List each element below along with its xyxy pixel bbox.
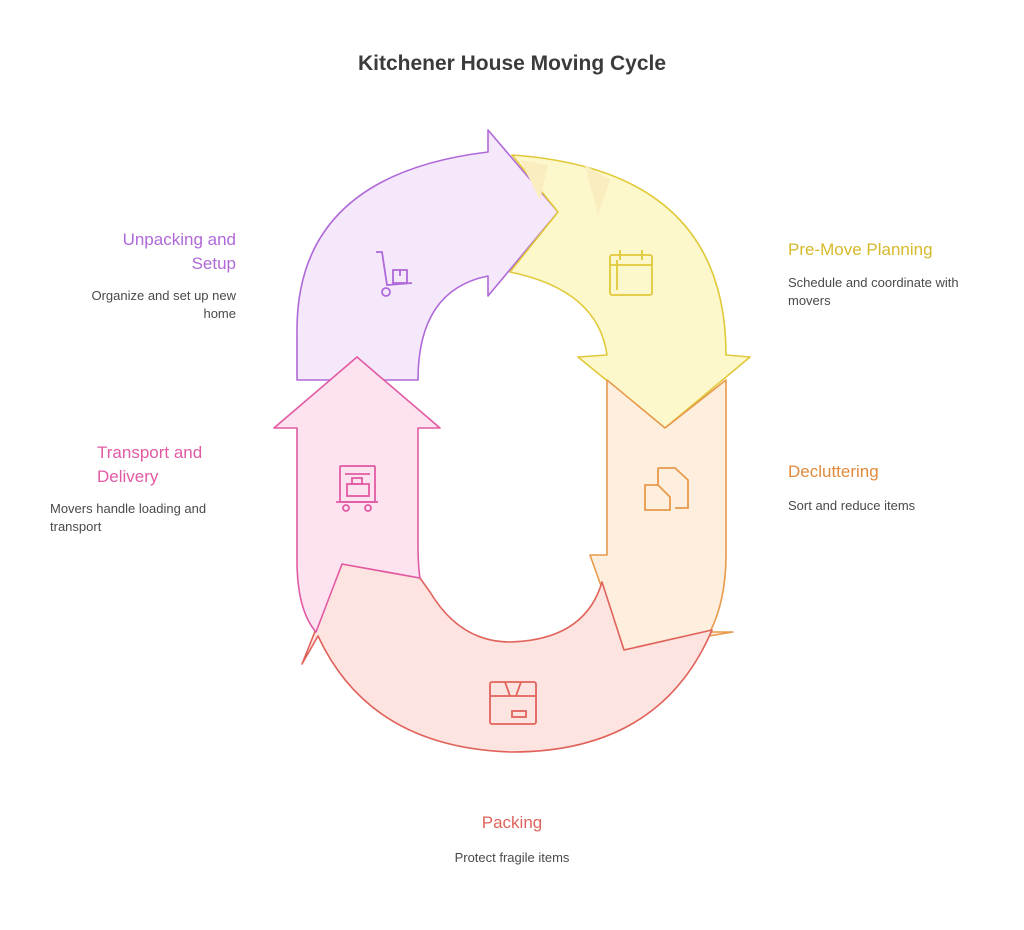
transport-description: Movers handle loading and transport xyxy=(50,501,207,534)
documents-icon xyxy=(644,467,689,511)
calendar-icon xyxy=(609,250,653,296)
planning-arrow xyxy=(509,154,751,429)
hand-truck-icon xyxy=(376,251,413,297)
planning-label: Pre-Move Planning xyxy=(788,240,933,259)
diagram-title: Kitchener House Moving Cycle xyxy=(357,52,667,75)
transport-arrow xyxy=(273,356,441,633)
box-icon xyxy=(489,681,537,725)
unpacking-description: Organize and set up new home xyxy=(91,288,236,321)
decluttering-description: Sort and reduce items xyxy=(788,498,916,513)
unpacking-label: Unpacking and Setup xyxy=(122,230,236,273)
planning-arrow-shade xyxy=(520,160,610,215)
packing-arrow xyxy=(301,563,713,753)
unpacking-arrow xyxy=(296,129,559,381)
decluttering-label: Decluttering xyxy=(788,462,879,481)
moving-truck-icon xyxy=(336,465,378,512)
planning-description: Schedule and coordinate with movers xyxy=(788,275,959,308)
packing-description: Protect fragile items xyxy=(454,850,570,865)
packing-label: Packing xyxy=(481,813,543,832)
transport-label: Transport and Delivery xyxy=(97,443,203,486)
